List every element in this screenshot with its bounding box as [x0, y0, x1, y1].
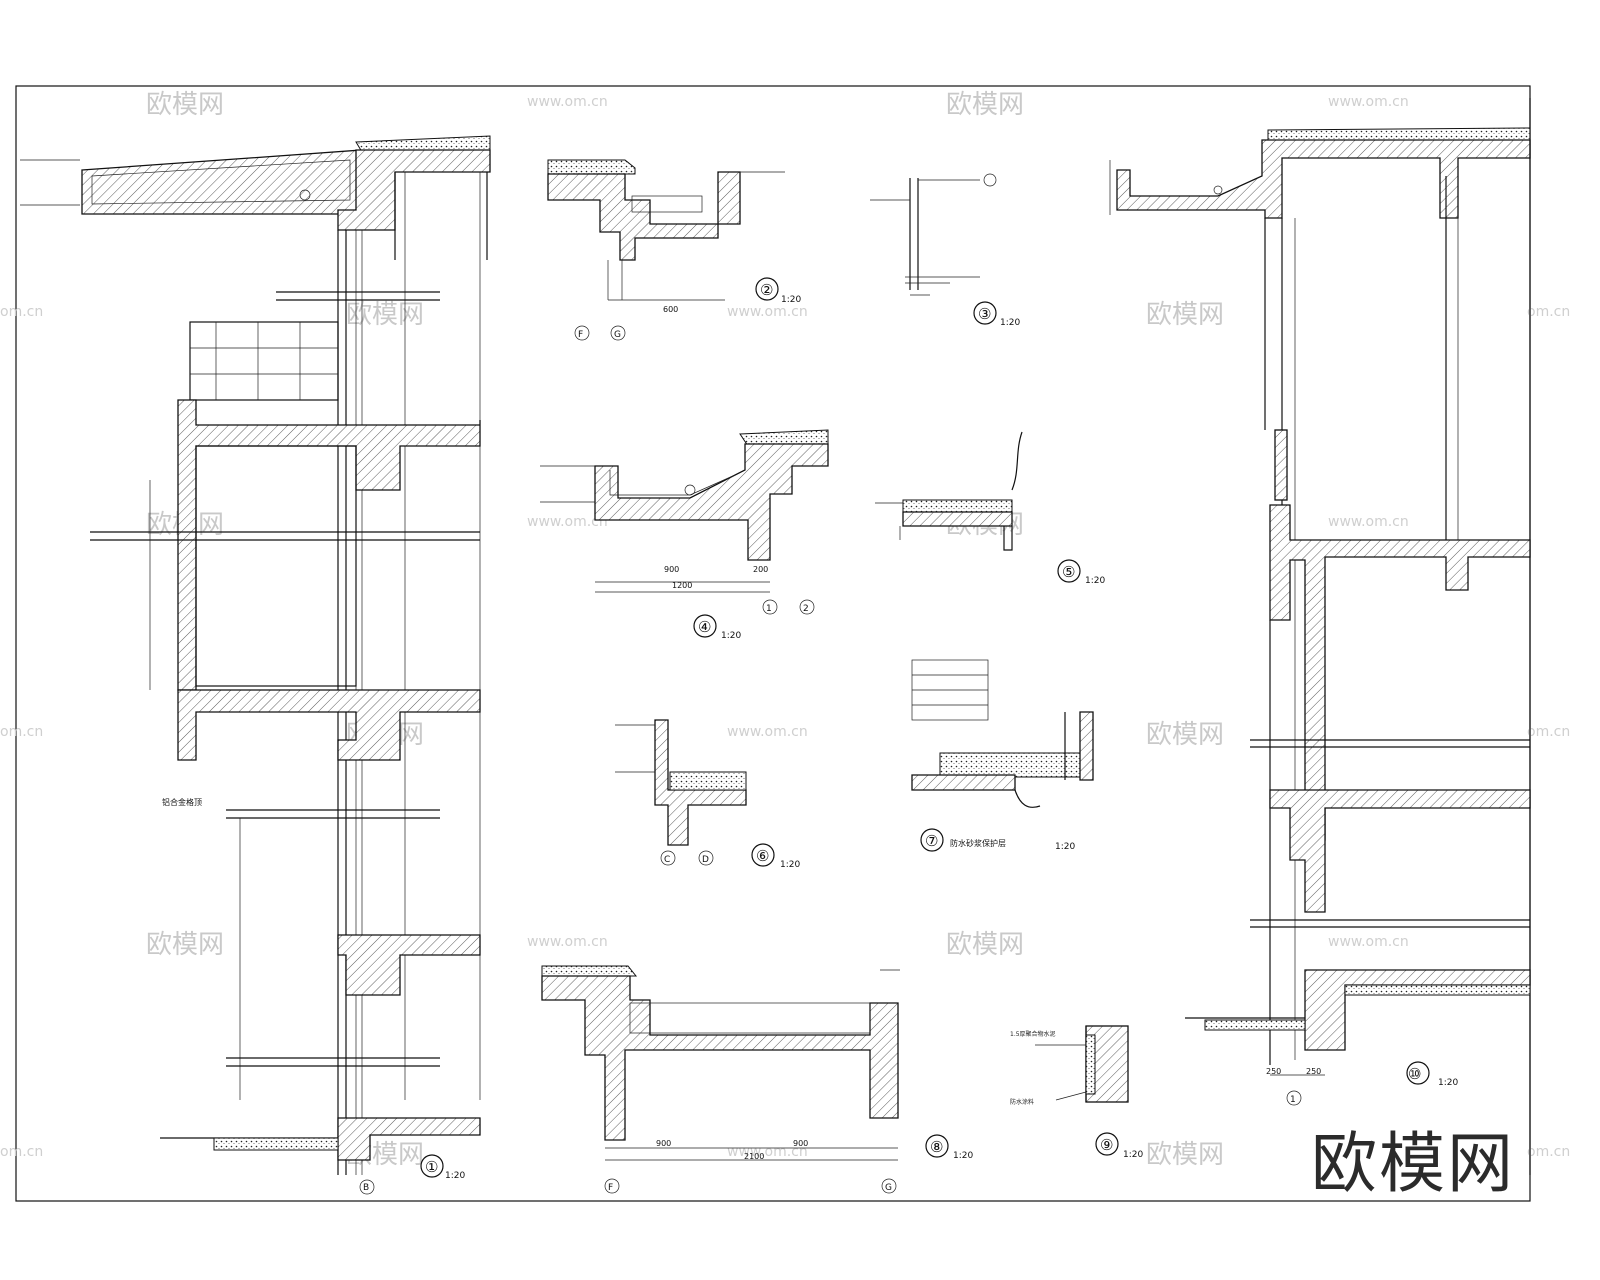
- detail-8-scale: 1:20: [953, 1151, 973, 1161]
- detail-3-scale: 1:20: [1000, 318, 1020, 328]
- watermark-cn: 欧模网: [946, 930, 1024, 960]
- detail-7-tag: ⑦: [925, 832, 938, 850]
- detail-5-scale: 1:20: [1085, 576, 1105, 586]
- detail-6-section: [615, 719, 747, 846]
- detail-6-axis-b: D: [702, 855, 709, 865]
- watermark-url: om.cn: [1527, 1144, 1570, 1160]
- detail-4-dim-b: 200: [753, 565, 768, 574]
- watermark-cn: 欧模网: [146, 90, 224, 120]
- detail-9-tag: ⑨: [1100, 1136, 1113, 1154]
- detail-9-note-2: 防水涂料: [1010, 1098, 1034, 1106]
- watermark-url: www.om.cn: [527, 934, 608, 950]
- watermark-url: www.om.cn: [1328, 934, 1409, 950]
- watermark-url: www.om.cn: [527, 514, 608, 530]
- detail-8-dim-total: 2100: [744, 1152, 764, 1161]
- detail-4-dim-total: 1200: [672, 581, 692, 590]
- detail-1-scale: 1:20: [445, 1171, 465, 1181]
- detail-8-axis-b: G: [885, 1183, 892, 1193]
- detail-9-note-1: 1.5厚聚合物水泥: [1010, 1030, 1056, 1038]
- watermark-url: om.cn: [0, 1144, 43, 1160]
- detail-5-section: [875, 431, 1023, 551]
- detail-7-scale: 1:20: [1055, 842, 1075, 852]
- sheet-border: [15, 85, 1531, 1202]
- watermark-url: www.om.cn: [527, 94, 608, 110]
- detail-6-tag: ⑥: [756, 847, 769, 865]
- detail-6-axis-a: C: [664, 855, 670, 865]
- detail-6-scale: 1:20: [780, 860, 800, 870]
- watermark-cn: 欧模网: [346, 300, 424, 330]
- detail-8-section: [541, 965, 900, 1161]
- detail-8-tag: ⑧: [930, 1138, 943, 1156]
- watermark-url: om.cn: [0, 304, 43, 320]
- watermark-url: www.om.cn: [727, 304, 808, 320]
- detail-4-axis-b: 2: [803, 604, 809, 614]
- detail-7-section: [911, 659, 1094, 808]
- detail-2-axis-b: G: [614, 330, 621, 340]
- watermark-url: www.om.cn: [1328, 514, 1409, 530]
- detail-2-tag: ②: [760, 281, 773, 299]
- watermark-cn: 欧模网: [1146, 300, 1224, 330]
- watermark-url: om.cn: [1527, 304, 1570, 320]
- detail-10-scale: 1:20: [1438, 1078, 1458, 1088]
- detail-8-axis-a: F: [608, 1183, 613, 1193]
- detail-9-scale: 1:20: [1123, 1150, 1143, 1160]
- watermark-url: www.om.cn: [1328, 94, 1409, 110]
- detail-2-scale: 1:20: [781, 295, 801, 305]
- detail-2-dim: 600: [663, 305, 678, 314]
- watermark-cn: 欧模网: [946, 90, 1024, 120]
- detail-1-axis: B: [363, 1183, 369, 1193]
- detail-4-dim-a: 900: [664, 565, 679, 574]
- detail-4-axis-a: 1: [766, 604, 772, 614]
- brand-logo: 欧模网: [1311, 1125, 1515, 1202]
- detail-8-dim-b: 900: [793, 1139, 808, 1148]
- detail-2-axis-a: F: [578, 330, 583, 340]
- detail-1-note: 铝合金格顶: [162, 797, 202, 807]
- detail-10-dim-a: 250: [1266, 1067, 1281, 1076]
- watermark-url: om.cn: [0, 724, 43, 740]
- detail-4-scale: 1:20: [721, 631, 741, 641]
- detail-9-section: [1035, 1025, 1129, 1103]
- detail-4-section: [540, 429, 829, 593]
- detail-8-dim-a: 900: [656, 1139, 671, 1148]
- detail-10-section: [1109, 98, 1531, 1175]
- detail-3-section: [870, 173, 997, 296]
- watermark-url: om.cn: [1527, 724, 1570, 740]
- detail-10-dim-b: 250: [1306, 1067, 1321, 1076]
- detail-3-tag: ③: [978, 305, 991, 323]
- detail-10-tag: ⑩: [1408, 1065, 1421, 1083]
- detail-1-tag: ①: [425, 1158, 438, 1176]
- detail-4-tag: ④: [698, 618, 711, 636]
- watermark-cn: 欧模网: [146, 930, 224, 960]
- detail-2-section: [547, 159, 785, 301]
- detail-1-section: 铝合金格顶: [20, 135, 491, 1175]
- watermark-layer: 欧模网 www.om.cn 欧模网 www.om.cn om.cn 欧模网 ww…: [0, 90, 1570, 1170]
- watermark-url: www.om.cn: [727, 724, 808, 740]
- detail-7-title: 防水砂浆保护层: [950, 838, 1006, 848]
- detail-5-tag: ⑤: [1062, 563, 1075, 581]
- detail-10-axis: 1: [1290, 1095, 1296, 1105]
- watermark-cn: 欧模网: [1146, 1140, 1224, 1170]
- watermark-cn: 欧模网: [1146, 720, 1224, 750]
